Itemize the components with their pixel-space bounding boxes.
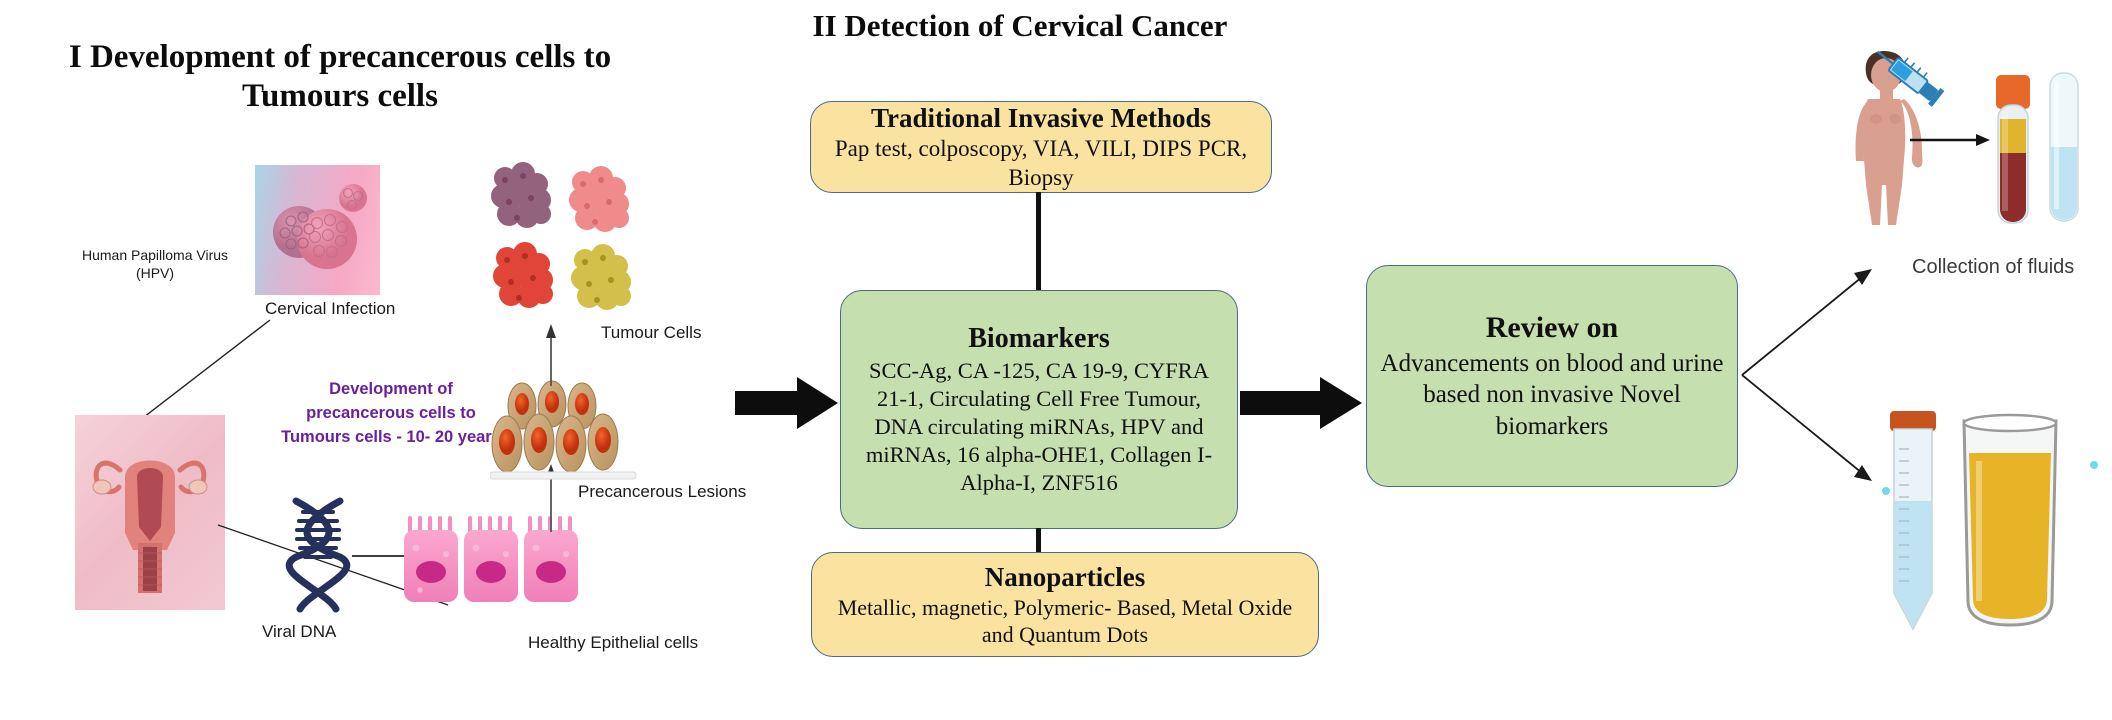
urine-beaker	[1962, 413, 2058, 627]
connector-biomarkers-nanoparticles	[1036, 528, 1041, 554]
block-arrow-development-to-detection	[735, 377, 838, 429]
nanoparticles-box[interactable]: Nanoparticles Metallic, magnetic, Polyme…	[811, 552, 1319, 657]
nanoparticles-title: Nanoparticles	[984, 561, 1146, 592]
biomarkers-title: Biomarkers	[968, 323, 1110, 355]
centrifuge-tube	[1890, 411, 1936, 631]
syringe-icon	[1876, 50, 1945, 107]
tumour-cells-label: Tumour Cells	[601, 323, 702, 342]
biomarkers-box[interactable]: Biomarkers SCC-Ag, CA -125, CA 19-9, CYF…	[840, 290, 1238, 529]
uterus-anatomy-image	[75, 415, 225, 610]
branch-arrows-review-to-samples	[1741, 269, 1872, 481]
urine-sample-illustration	[1882, 411, 2098, 631]
page-title-section-1: I Development of precancerous cells to T…	[68, 39, 612, 114]
hpv-virus-image	[255, 165, 380, 295]
hpv-label: Human Papilloma Virus (HPV)	[81, 247, 229, 281]
connector-traditional-biomarkers	[1036, 192, 1041, 292]
droplet-left	[1882, 487, 1890, 495]
clear-tube	[2049, 72, 2079, 222]
healthy-epithelial-cells-label: Healthy Epithelial cells	[528, 633, 699, 652]
dna-double-helix-icon	[285, 497, 351, 613]
review-body: Advancements on blood and urine based no…	[1380, 349, 1724, 440]
blood-collection-illustration	[1855, 50, 2079, 225]
precancerous-lesions-illustration	[490, 380, 637, 480]
development-timeline-note: Development of precancerous cells to Tum…	[281, 380, 501, 447]
biomarkers-body: SCC-Ag, CA -125, CA 19-9, CYFRA 21-1, Ci…	[865, 358, 1213, 495]
review-box[interactable]: Review on Advancements on blood and urin…	[1366, 265, 1738, 487]
blood-tube	[1996, 75, 2030, 224]
block-arrow-biomarkers-to-review	[1240, 377, 1362, 429]
healthy-epithelial-cells-illustration	[404, 516, 578, 602]
cervical-infection-label: Cervical Infection	[265, 299, 396, 318]
uterus-icon	[92, 460, 208, 593]
droplet-right	[2090, 461, 2098, 469]
hpv-particles-icon	[273, 184, 367, 269]
traditional-invasive-methods-box[interactable]: Traditional Invasive Methods Pap test, c…	[810, 101, 1272, 193]
tumour-cells-illustration	[491, 162, 631, 310]
review-title: Review on	[1485, 310, 1619, 344]
arrow-patient-to-tubes	[1910, 134, 1990, 146]
collection-of-fluids-label: Collection of fluids	[1912, 256, 2075, 278]
arrow-lesions-to-tumour	[546, 324, 556, 386]
precancerous-lesions-label: Precancerous Lesions	[578, 482, 747, 501]
traditional-title: Traditional Invasive Methods	[870, 102, 1212, 133]
traditional-body: Pap test, colposcopy, VIA, VILI, DIPS PC…	[834, 136, 1248, 190]
page-title-section-2: II Detection of Cervical Cancer	[812, 8, 1228, 43]
nanoparticles-body: Metallic, magnetic, Polymeric- Based, Me…	[837, 594, 1293, 648]
viral-dna-label: Viral DNA	[262, 622, 337, 641]
